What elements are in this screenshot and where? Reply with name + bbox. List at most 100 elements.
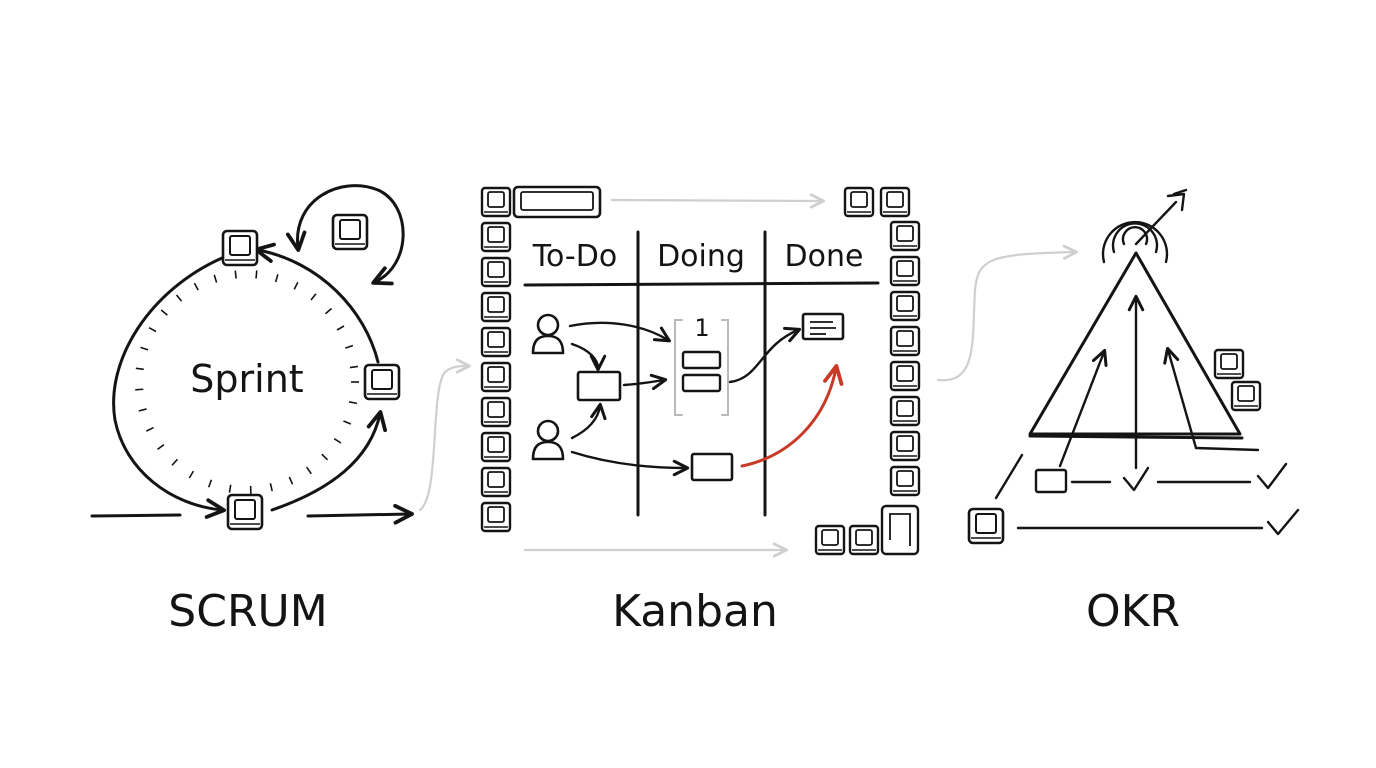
okr-side-block-2 — [1230, 380, 1262, 412]
kanban-left-block-1 — [480, 186, 512, 218]
sprint-tick — [193, 282, 199, 291]
flow-arrow-person2-doing — [570, 450, 690, 477]
kanban-right-block-3 — [889, 290, 921, 322]
kanban-left-block-3 — [480, 256, 512, 288]
sprint-tick — [188, 470, 195, 479]
key-result-box — [1034, 468, 1068, 494]
sprint-cycle-arc-upper — [254, 242, 380, 364]
sprint-tick — [140, 346, 149, 351]
wip-limit-bracket-right — [721, 319, 729, 416]
flow-arrow-person1-card — [570, 342, 607, 372]
scrum-output-arrow — [306, 503, 414, 525]
kanban-left-block-5 — [480, 326, 512, 358]
sprint-tick — [160, 309, 168, 316]
okr-title: OKR — [1086, 586, 1180, 637]
okr-side-block-1 — [1213, 348, 1245, 380]
kanban-right-block-1 — [889, 220, 921, 252]
sprint-tick — [138, 408, 147, 412]
sprint-tick — [324, 307, 333, 315]
kanban-bottom-block-2 — [848, 524, 880, 556]
column-done-header: Done — [785, 239, 864, 274]
pyramid-left-dash — [994, 453, 1024, 500]
sprint-cycle-arc-lower — [270, 410, 387, 512]
okr-section: OKR — [967, 188, 1300, 637]
sprint-tick — [213, 274, 218, 283]
scrum-block-daily — [331, 213, 369, 251]
sprint-tick — [145, 426, 154, 432]
kanban-right-block-6 — [889, 395, 921, 427]
wip-limit-value: 1 — [694, 314, 709, 342]
sprint-tick — [207, 479, 213, 488]
board-header-line — [523, 281, 880, 287]
scrum-title: SCRUM — [168, 586, 327, 637]
sprint-tick — [228, 484, 232, 493]
sprint-tick — [234, 270, 237, 279]
kanban-right-block-4 — [889, 325, 921, 357]
kanban-left-block-4 — [480, 291, 512, 323]
kanban-corner-block-1 — [843, 186, 875, 218]
sprint-tick — [171, 458, 179, 466]
connector-kanban-okr — [936, 244, 1078, 382]
highlighted-flow-arrow — [740, 364, 844, 468]
pyramid-arrow-right — [1163, 346, 1198, 450]
scrum-block-top — [221, 229, 259, 267]
connector-scrum-kanban — [418, 358, 471, 512]
kanban-corner-l-block — [880, 504, 920, 556]
kanban-right-block-8 — [889, 465, 921, 497]
flow-arrow-person2-card — [570, 402, 607, 440]
sprint-cycle-arc-left — [112, 256, 226, 519]
kanban-title: Kanban — [612, 586, 778, 637]
kanban-left-block-10 — [480, 501, 512, 533]
dart-icon — [1134, 200, 1178, 246]
flow-arrow-person1-doing — [568, 321, 671, 343]
sprint-tick — [348, 401, 358, 405]
scrum-section: Sprint SCRUM — [90, 184, 414, 637]
kanban-left-block-7 — [480, 396, 512, 428]
doing-card-1 — [681, 350, 722, 370]
team-member-icon-1 — [531, 313, 565, 355]
sprint-tick — [293, 281, 299, 290]
sprint-tick — [321, 453, 329, 461]
sprint-tick — [135, 367, 144, 371]
kanban-right-block-2 — [889, 255, 921, 287]
kanban-right-block-7 — [889, 430, 921, 462]
kanban-section: To-Do Doing Done 1 Kanban — [480, 185, 921, 637]
kanban-left-block-2 — [480, 221, 512, 253]
sprint-tick — [288, 476, 294, 485]
kanban-left-block-8 — [480, 431, 512, 463]
sprint-tick — [333, 437, 342, 444]
column-todo-header: To-Do — [532, 239, 617, 274]
flow-arrow-card-doing — [622, 373, 668, 391]
scrum-input-line — [90, 513, 182, 518]
kanban-corner-block-2 — [879, 186, 911, 218]
doing-card-3 — [690, 452, 734, 482]
key-result-check-2 — [1256, 462, 1288, 490]
target-icon — [1101, 220, 1169, 264]
daily-loop-arrow — [285, 184, 405, 286]
sprint-tick — [336, 325, 345, 331]
okr-start-block — [967, 507, 1005, 545]
wip-limit-bracket-left — [674, 319, 683, 416]
doing-card-2 — [681, 373, 722, 393]
sprint-tick — [148, 327, 157, 333]
sprint-tick — [310, 293, 317, 301]
key-result-check-1 — [1122, 466, 1150, 492]
done-card — [801, 312, 845, 341]
key-result-check-3 — [1266, 508, 1300, 536]
kanban-left-block-6 — [480, 361, 512, 393]
sprint-tick — [175, 294, 183, 302]
sprint-tick — [343, 420, 352, 425]
sprint-tick — [274, 274, 279, 283]
sprint-tick — [345, 344, 354, 349]
sprint-label: Sprint — [190, 357, 303, 401]
todo-card — [576, 370, 622, 402]
sprint-tick — [135, 388, 144, 391]
scrum-block-right — [363, 363, 401, 401]
flow-arrow-doing-done — [728, 326, 802, 384]
team-member-icon-2 — [531, 419, 565, 461]
kanban-bottom-block-1 — [814, 524, 846, 556]
kanban-top-flow-arrow — [610, 193, 825, 209]
kanban-right-block-5 — [889, 360, 921, 392]
sprint-tick — [269, 483, 273, 492]
